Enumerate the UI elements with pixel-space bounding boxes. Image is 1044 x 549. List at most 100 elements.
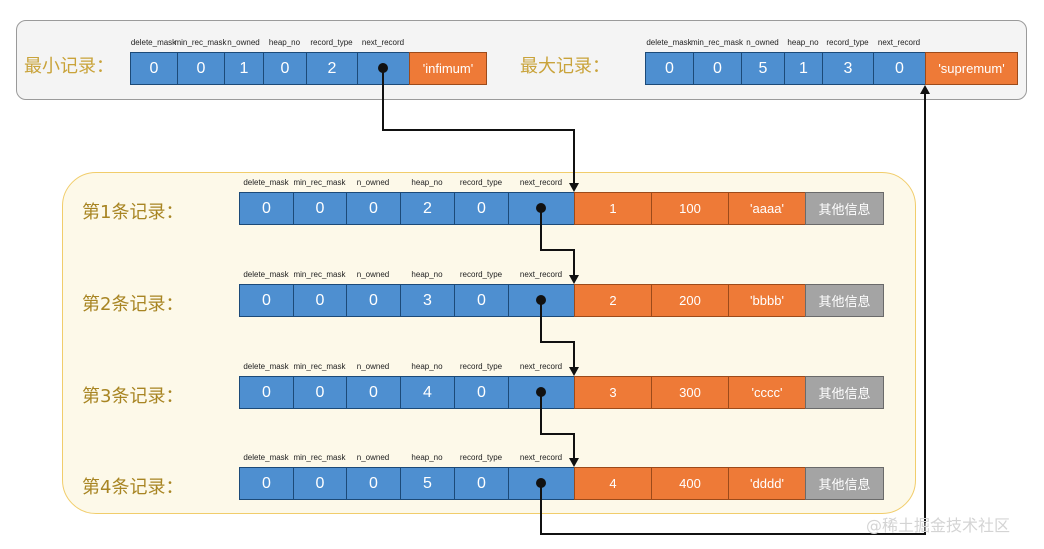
record-4-data-cell: 4 [574,467,652,500]
record-3-header-heap-no: heap_no [411,362,443,371]
record-1-next-arrowhead [569,275,579,284]
infimum-next-pointer [382,68,575,186]
infimum-delete-mask-cell: 0 [130,52,178,85]
record-1-next-dot [536,203,546,213]
supremum-record-type-cell: 3 [822,52,874,85]
infimum-header-record-type: record_type [310,38,353,47]
infimum-record-type-cell: 2 [306,52,358,85]
record-4-next-pointer [540,93,926,535]
supremum-n-owned-cell: 5 [741,52,785,85]
record-1-header-record-type: record_type [459,178,503,187]
record-3-label: 第3条记录： [82,386,184,407]
record-4-header-n-owned: n_owned [356,453,390,462]
record-3-data-cell: 3 [574,376,652,409]
supremum-header-min-rec-mask: min_rec_mask [690,38,744,47]
record-4-next-dot [536,478,546,488]
infimum-heap-no-cell: 0 [263,52,307,85]
record-3-other-info-cell: 其他信息 [805,376,884,409]
infimum-header-min-rec-mask: min_rec_mask [174,38,227,47]
record-1-label: 第1条记录： [82,202,184,223]
record-3-heap-no-cell: 4 [400,376,455,409]
record-2-other-info-cell: 其他信息 [805,284,884,317]
record-1-header-delete-mask: delete_mask [243,178,289,187]
record-3-next-arrowhead [569,458,579,467]
record-1-next-pointer [540,208,575,278]
infimum-next-dot [378,63,388,73]
record-4-n-owned-cell: 0 [346,467,401,500]
record-1-data-cell: 100 [651,192,729,225]
infimum-header-next-record: next_record [361,38,405,47]
record-4-header-record-type: record_type [459,453,503,462]
supremum-header-record-type: record_type [826,38,869,47]
record-4-data-cell: 'dddd' [728,467,806,500]
record-1-min-rec-mask-cell: 0 [293,192,347,225]
record-2-min-rec-mask-cell: 0 [293,284,347,317]
supremum-heap-no-cell: 1 [784,52,823,85]
record-4-other-info-cell: 其他信息 [805,467,884,500]
infimum-next-arrowhead [569,183,579,192]
record-1-header-heap-no: heap_no [411,178,443,187]
supremum-next-record-cell: 0 [873,52,926,85]
supremum-delete-mask-cell: 0 [645,52,694,85]
supremum-min-rec-mask-cell: 0 [693,52,742,85]
record-1-record-type-cell: 0 [454,192,509,225]
supremum-header-delete-mask: delete_mask [646,38,692,47]
record-3-header-min-rec-mask: min_rec_mask [293,362,346,371]
record-3-header-next-record: next_record [519,362,563,371]
record-2-n-owned-cell: 0 [346,284,401,317]
record-2-data-cell: 'bbbb' [728,284,806,317]
record-3-next-dot [536,387,546,397]
record-1-other-info-cell: 其他信息 [805,192,884,225]
record-1-header-min-rec-mask: min_rec_mask [293,178,346,187]
record-2-next-dot [536,295,546,305]
record-3-data-cell: 'cccc' [728,376,806,409]
record-4-data-cell: 400 [651,467,729,500]
record-3-header-delete-mask: delete_mask [243,362,289,371]
record-1-header-n-owned: n_owned [356,178,390,187]
infimum-n-owned-cell: 1 [224,52,264,85]
record-3-header-n-owned: n_owned [356,362,390,371]
record-4-header-heap-no: heap_no [411,453,443,462]
record-1-n-owned-cell: 0 [346,192,401,225]
supremum-header-heap-no: heap_no [787,38,819,47]
record-3-next-pointer [540,392,575,461]
infimum-header-delete-mask: delete_mask [130,38,177,47]
infimum-header-n-owned: n_owned [227,38,260,47]
record-2-next-arrowhead [569,367,579,376]
record-4-header-delete-mask: delete_mask [243,453,289,462]
record-4-record-type-cell: 0 [454,467,509,500]
record-4-min-rec-mask-cell: 0 [293,467,347,500]
supremum-header-next-record: next_record [877,38,921,47]
user-records-area [62,172,916,514]
record-2-header-min-rec-mask: min_rec_mask [293,270,346,279]
record-2-label: 第2条记录： [82,294,184,315]
record-2-header-delete-mask: delete_mask [243,270,289,279]
record-2-header-next-record: next_record [519,270,563,279]
supremum-label: 最大记录： [520,56,610,77]
record-4-header-min-rec-mask: min_rec_mask [293,453,346,462]
record-3-min-rec-mask-cell: 0 [293,376,347,409]
infimum-label: 最小记录： [24,56,114,77]
record-1-data-cell: 1 [574,192,652,225]
watermark: @稀土掘金技术社区 [866,516,1011,535]
record-1-heap-no-cell: 2 [400,192,455,225]
record-4-header-next-record: next_record [519,453,563,462]
record-1-header-next-record: next_record [519,178,563,187]
infimum-min-rec-mask-cell: 0 [177,52,225,85]
record-3-header-record-type: record_type [459,362,503,371]
record-2-header-n-owned: n_owned [356,270,390,279]
record-4-delete-mask-cell: 0 [239,467,294,500]
record-2-next-pointer [540,300,575,370]
record-4-label: 第4条记录： [82,477,184,498]
record-2-header-heap-no: heap_no [411,270,443,279]
record-2-delete-mask-cell: 0 [239,284,294,317]
infimum-header-heap-no: heap_no [268,38,301,47]
supremum-header-n-owned: n_owned [746,38,779,47]
record-4-next-arrowhead [920,85,930,94]
infimum-data-cell: 'infimum' [409,52,487,85]
supremum-data-cell: 'supremum' [925,52,1018,85]
record-3-data-cell: 300 [651,376,729,409]
record-2-header-record-type: record_type [459,270,503,279]
